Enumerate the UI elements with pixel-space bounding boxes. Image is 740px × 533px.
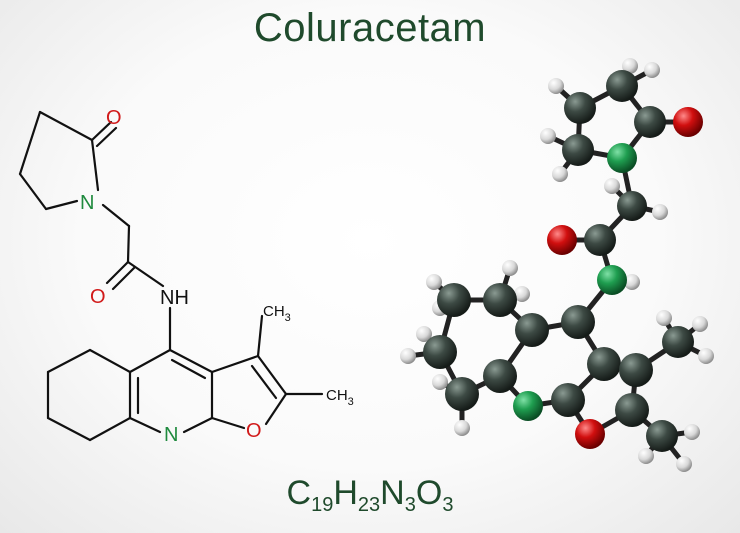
bond xyxy=(128,348,172,374)
bond xyxy=(90,120,113,142)
formula-element: H xyxy=(333,474,358,512)
bond xyxy=(182,416,214,434)
ring-nitrogen-label: N xyxy=(80,192,94,214)
formula-element: C xyxy=(286,474,312,512)
bond xyxy=(210,354,260,374)
bond xyxy=(126,260,165,288)
formula-count: 3 xyxy=(442,494,454,516)
bond xyxy=(90,138,100,192)
molecular-formula: C19H23N3O3 xyxy=(0,474,740,517)
bond xyxy=(88,416,132,442)
model-atoms xyxy=(400,58,714,472)
bond xyxy=(46,416,92,442)
bond xyxy=(128,416,162,434)
methyl-top-label: CH3 xyxy=(263,303,291,324)
bond xyxy=(105,260,130,285)
bond xyxy=(256,314,264,358)
ball-and-stick-model xyxy=(400,58,714,472)
bond xyxy=(38,110,94,142)
ketone-oxygen-label: O xyxy=(106,107,122,129)
furan-oxygen-label: O xyxy=(246,420,262,442)
bond xyxy=(44,199,79,211)
bond xyxy=(256,354,288,396)
bond xyxy=(46,348,92,374)
bond xyxy=(168,348,214,374)
formula-element: N xyxy=(380,474,405,512)
bond xyxy=(111,266,136,291)
bond xyxy=(18,172,48,211)
amine-nh-label: NH xyxy=(160,287,189,309)
methyl-right-label: CH3 xyxy=(326,387,354,408)
bond xyxy=(170,358,207,380)
bond xyxy=(101,203,131,228)
skeletal-formula xyxy=(18,110,324,442)
bond xyxy=(210,416,246,430)
formula-count: 23 xyxy=(357,494,381,516)
pyridine-nitrogen-label: N xyxy=(164,424,178,446)
bond xyxy=(95,126,118,148)
formula-element: O xyxy=(415,474,443,512)
formula-count: 19 xyxy=(311,494,334,516)
bond xyxy=(18,110,42,176)
bond xyxy=(264,392,288,426)
bond xyxy=(88,348,132,374)
formula-count: 3 xyxy=(404,494,416,516)
amide-oxygen-label: O xyxy=(90,286,106,308)
bond xyxy=(250,364,278,400)
bond xyxy=(126,224,131,264)
compound-title: Coluracetam xyxy=(253,6,487,50)
